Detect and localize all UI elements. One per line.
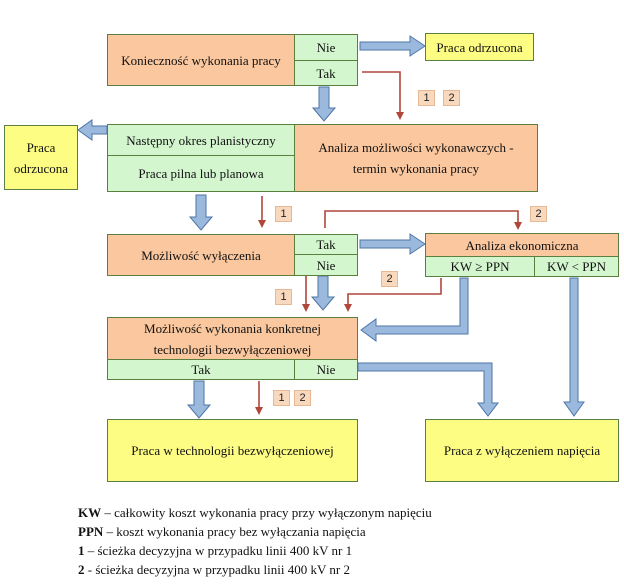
live-technology-yes-option: Tak xyxy=(107,359,295,380)
rejected-box-left: Praca odrzucona xyxy=(4,125,78,190)
legend-term: PPN xyxy=(78,524,104,539)
switch-off-no-label: Nie xyxy=(316,257,336,273)
red-path-tak-to-analysis xyxy=(362,71,404,120)
live-technology-no-option: Nie xyxy=(294,359,358,380)
block-arrow-tak-to-outcome1 xyxy=(186,380,212,419)
path-badge-2: 2 xyxy=(443,90,460,106)
cost-ge-label: KW ≥ PPN xyxy=(450,259,510,274)
cost-lt-option: KW < PPN xyxy=(534,256,619,277)
rejected-box-top: Praca odrzucona xyxy=(425,33,534,61)
block-arrow-nie-to-rejected xyxy=(359,35,426,57)
legend-term: KW xyxy=(78,505,102,520)
feasibility-analysis-label: Analiza możliwości wykonawczych - termin… xyxy=(318,140,514,176)
legend-text: – koszt wykonania pracy bez wyłączania n… xyxy=(103,524,366,539)
economic-analysis-box: Analiza ekonomiczna xyxy=(425,233,619,257)
legend-text: - ścieżka decyzyjna w przypadku linii 40… xyxy=(84,562,350,577)
necessity-yes-option: Tak xyxy=(294,60,358,86)
block-arrow-tak-to-econ xyxy=(359,233,426,255)
live-technology-no-label: Nie xyxy=(316,362,336,377)
block-arrow-tak-down xyxy=(311,86,337,122)
switch-off-yes-label: Tak xyxy=(316,237,336,252)
outcome-de-energized-box: Praca z wyłączeniem napięcia xyxy=(425,419,619,482)
necessity-box: Konieczność wykonania pracy xyxy=(107,34,295,86)
live-technology-yes-label: Tak xyxy=(191,362,211,377)
path-badge-2: 2 xyxy=(294,390,311,406)
legend-item: PPN – koszt wykonania pracy bez wyłączan… xyxy=(78,522,432,541)
legend-text: – ścieżka decyzyjna w przypadku linii 40… xyxy=(84,543,353,558)
legend-item: 1 – ścieżka decyzyjna w przypadku linii … xyxy=(78,541,432,560)
urgent-or-planned-label: Praca pilna lub planowa xyxy=(138,166,264,181)
next-period-label: Następny okres planistyczny xyxy=(126,132,276,148)
path-badge-1: 1 xyxy=(273,390,290,406)
urgent-or-planned-box: Praca pilna lub planowa xyxy=(107,155,295,192)
path-badge-1: 1 xyxy=(275,289,292,305)
necessity-yes-label: Tak xyxy=(316,65,336,81)
rejected-label-left: Praca odrzucona xyxy=(13,139,69,176)
outcome-de-energized-label: Praca z wyłączeniem napięcia xyxy=(443,443,601,458)
path-badge-1: 1 xyxy=(275,206,292,222)
necessity-label: Konieczność wykonania pracy xyxy=(121,52,281,68)
legend-term: 1 xyxy=(78,543,85,558)
switch-off-no-option: Nie xyxy=(294,254,358,276)
outcome-live-work-label: Praca w technologii bezwyłączeniowej xyxy=(131,443,334,458)
live-technology-possibility-box: Możliwość wykonania konkretnej technolog… xyxy=(107,317,358,360)
economic-analysis-label: Analiza ekonomiczna xyxy=(465,237,579,253)
switch-off-possibility-label: Możliwość wyłączenia xyxy=(141,247,261,263)
path-badge-2: 2 xyxy=(530,206,547,222)
block-arrow-next-period-to-rejected xyxy=(77,119,108,141)
block-arrow-nie-to-technology xyxy=(310,275,336,311)
block-arrow-lt-to-outcome2 xyxy=(563,277,585,417)
switch-off-possibility-box: Możliwość wyłączenia xyxy=(107,234,295,276)
block-arrow-to-switchoff xyxy=(188,194,214,231)
cost-ge-option: KW ≥ PPN xyxy=(425,256,535,277)
red-path-to-econ xyxy=(324,210,522,230)
legend-term: 2 xyxy=(78,562,85,577)
block-arrow-ge-to-technology xyxy=(360,277,469,342)
legend-item: 2 - ścieżka decyzyjna w przypadku linii … xyxy=(78,560,432,579)
necessity-no-option: Nie xyxy=(294,34,358,61)
path-badge-1: 1 xyxy=(418,90,435,106)
block-arrow-nie-to-outcome2 xyxy=(357,362,500,417)
live-technology-possibility-label: Możliwość wykonania konkretnej technolog… xyxy=(144,320,321,357)
rejected-label-top: Praca odrzucona xyxy=(436,39,523,55)
red-path-ge-to-technology xyxy=(344,278,442,312)
feasibility-analysis-box: Analiza możliwości wykonawczych - termin… xyxy=(294,124,538,192)
next-period-box: Następny okres planistyczny xyxy=(107,124,295,156)
legend: KW – całkowity koszt wykonania pracy prz… xyxy=(78,503,432,579)
switch-off-yes-option: Tak xyxy=(294,234,358,255)
path-badge-2: 2 xyxy=(381,271,398,287)
outcome-live-work-box: Praca w technologii bezwyłączeniowej xyxy=(107,419,358,482)
necessity-no-label: Nie xyxy=(316,40,336,55)
legend-item: KW – całkowity koszt wykonania pracy prz… xyxy=(78,503,432,522)
legend-text: – całkowity koszt wykonania pracy przy w… xyxy=(101,505,432,520)
cost-lt-label: KW < PPN xyxy=(546,259,607,274)
